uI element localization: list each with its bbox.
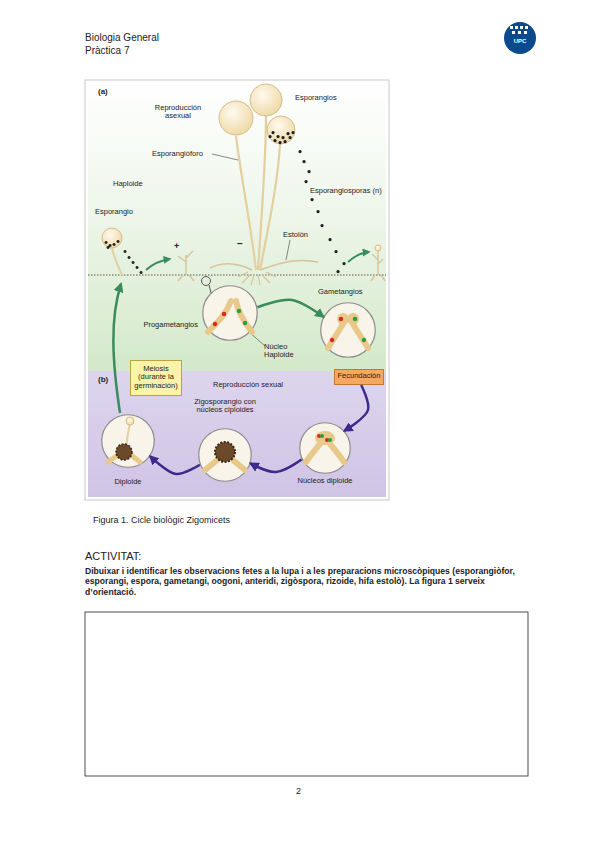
node-label: Gametangios	[318, 288, 388, 296]
node-label: Progametangios	[112, 321, 198, 329]
logo-disc	[504, 22, 536, 54]
node-label: Diploide	[98, 478, 158, 486]
instruction-text: Dibuixar i identificar les observacions …	[85, 566, 515, 597]
node-label: (b)	[98, 376, 108, 385]
node-label: Reproducción asexual	[143, 104, 213, 121]
magnified-view: Zigosporangio con núcleos ciploides	[198, 428, 252, 482]
answer-box	[85, 612, 528, 776]
logo-dot	[512, 31, 515, 34]
logo-dot	[515, 26, 518, 29]
figure-caption: Figura 1. Cicle biològic Zigomicets	[93, 515, 230, 526]
part-name: Esporangios	[295, 93, 337, 102]
node-label: Núcleos diploide	[295, 477, 355, 485]
node-label: Haploide	[113, 180, 143, 188]
node-label: Zigosporangio con núcleos ciploides	[193, 398, 257, 415]
circle-outline	[321, 303, 376, 358]
page-number: 2	[296, 786, 301, 797]
magnified-view: Gametangios	[320, 302, 376, 358]
node-label: Meiosis (durante la germinación)	[131, 365, 181, 390]
circle-outline	[300, 423, 351, 474]
magnified-view: ProgametangiosNúcleo Haploide	[202, 285, 258, 341]
mating-sign: +	[174, 241, 179, 252]
circle-shape	[198, 428, 252, 482]
circle-outline	[203, 286, 258, 341]
circle-shape	[202, 285, 258, 341]
circle-outline	[199, 429, 252, 482]
part-name: Esporangióforo	[152, 149, 203, 158]
logo-text: UPC	[508, 38, 532, 45]
magnified-view: Diploide	[101, 414, 155, 468]
circle-shape	[299, 422, 351, 474]
node-label: Núcleo Haploide	[264, 343, 308, 360]
mating-sign: –	[237, 238, 243, 250]
node-label: Fecundación	[335, 372, 383, 380]
logo-dot	[525, 26, 528, 29]
circle-outline	[102, 415, 155, 468]
logo-dot	[518, 31, 521, 34]
figure-frame	[85, 80, 389, 500]
stage-box: Fecundación	[334, 369, 384, 385]
logo-dot	[520, 26, 523, 29]
part-name: Esporangio	[95, 207, 133, 216]
circle-shape	[320, 302, 376, 358]
circle-shape	[101, 414, 155, 468]
logo-dot	[510, 26, 513, 29]
part-name: Esporangiosporas (n)	[310, 186, 382, 195]
header-text: Biologia General	[85, 32, 159, 44]
node-label: (a)	[98, 88, 108, 97]
stage-box: Meiosis (durante la germinación)	[130, 360, 182, 396]
header-text: Pràctica 7	[85, 45, 129, 57]
part-name: Estolón	[283, 230, 308, 239]
logo-dot	[524, 31, 527, 34]
section-heading: ACTIVITAT:	[85, 550, 141, 563]
node-label: Reproducción sexual	[198, 381, 298, 389]
magnified-view: Núcleos diploide	[299, 422, 351, 474]
asexual-band: ProgametangiosNúcleo HaploideGametangios…	[88, 83, 386, 371]
